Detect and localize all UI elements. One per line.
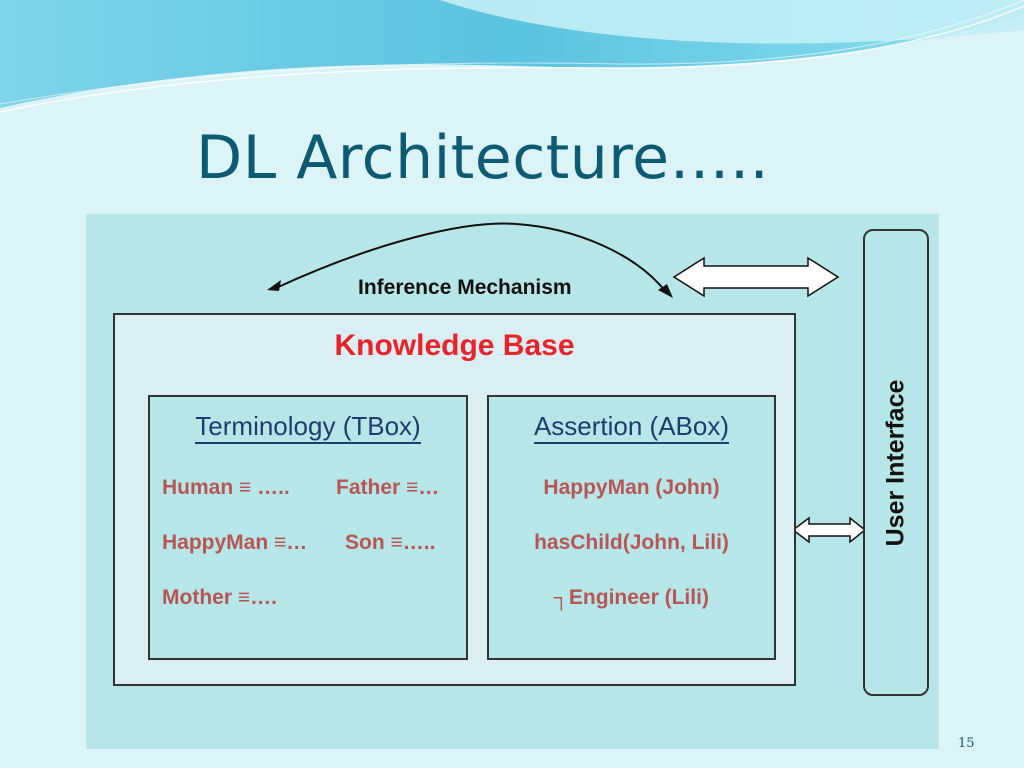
tbox-box: Terminology (TBox) Human ≡ ….. Father ≡……: [148, 395, 468, 660]
inference-curve-arrow: [275, 222, 667, 293]
tbox-title: Terminology (TBox): [150, 411, 466, 444]
slide-title: DL Architecture…..: [196, 123, 770, 193]
inference-arrowhead-left: [267, 280, 281, 291]
diagram-arrows: [267, 222, 867, 544]
top-double-arrow: [672, 256, 840, 298]
tbox-item-happyman: HappyMan ≡…: [162, 531, 308, 554]
ui-double-arrow: [791, 516, 867, 544]
abox-item-not-engineer: ┐Engineer (Lili): [554, 586, 709, 609]
inference-mechanism-label: Inference Mechanism: [358, 276, 572, 299]
abox-item-haschild: hasChild(John, Lili): [534, 531, 729, 554]
tbox-item-human: Human ≡ …..: [162, 476, 290, 499]
tbox-item-father: Father ≡…: [336, 476, 440, 499]
abox-title: Assertion (ABox): [489, 411, 774, 444]
user-interface-box: User Interface: [863, 229, 929, 696]
architecture-diagram: Inference Mechanism Knowledge Base Termi…: [86, 214, 939, 749]
page-number: 15: [958, 736, 975, 751]
inference-arrowhead-right: [658, 284, 673, 298]
knowledge-base-title: Knowledge Base: [334, 329, 575, 362]
slide-header-wave: [0, 0, 1024, 113]
abox-box: Assertion (ABox) HappyMan (John) hasChil…: [487, 395, 776, 660]
tbox-item-son: Son ≡…..: [345, 531, 436, 554]
tbox-item-mother: Mother ≡….: [162, 586, 277, 609]
user-interface-label: User Interface: [881, 379, 910, 546]
abox-item-happyman-john: HappyMan (John): [543, 476, 720, 499]
knowledge-base-box: Knowledge Base Terminology (TBox) Human …: [113, 313, 796, 686]
